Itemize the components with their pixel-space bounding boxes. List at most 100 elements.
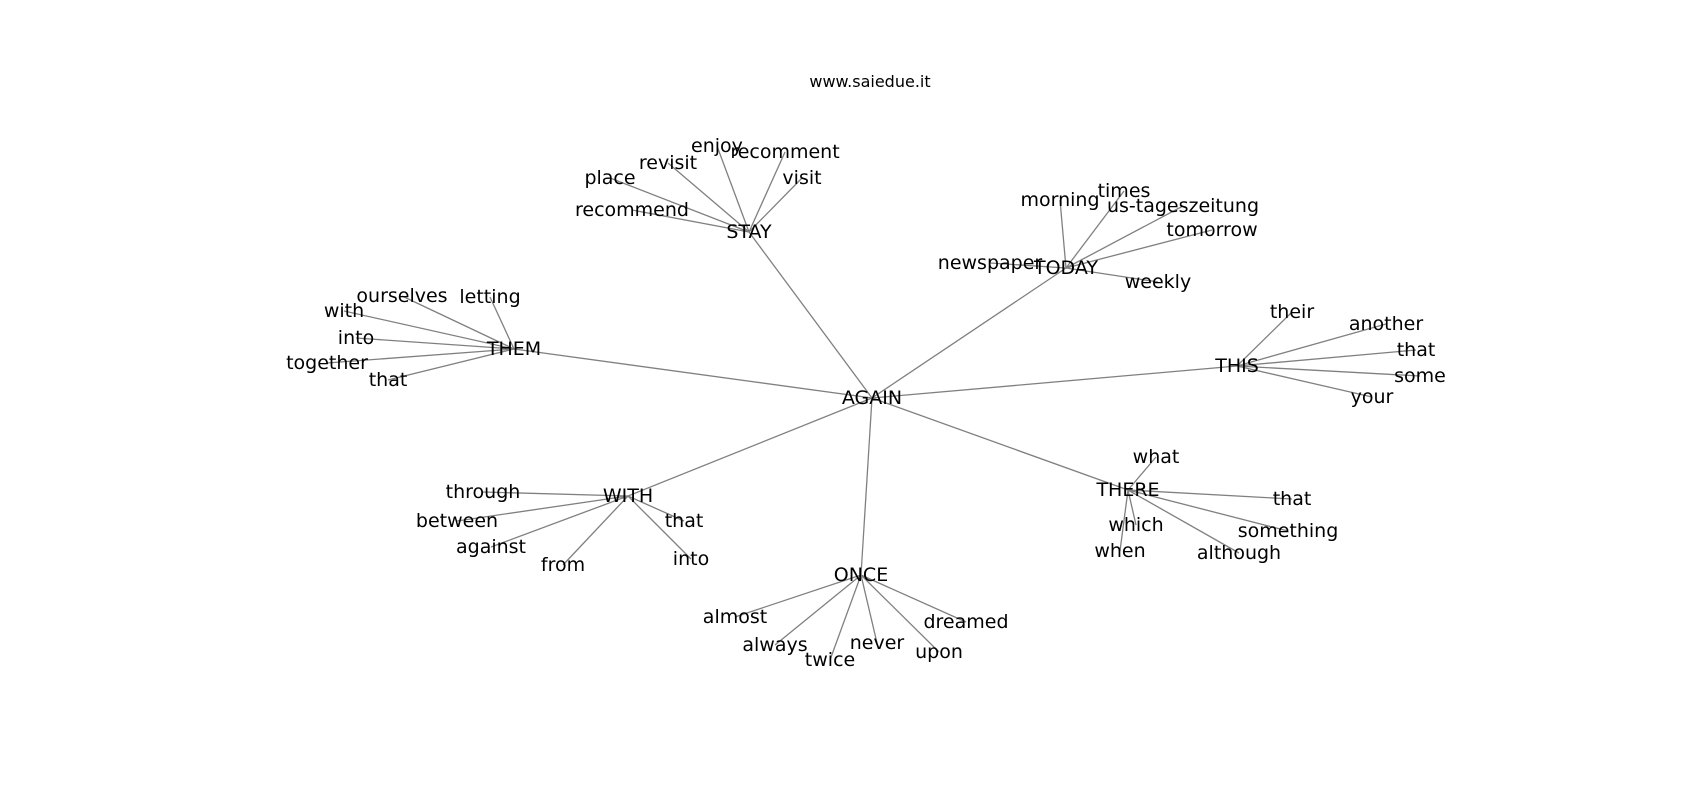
edge-them-that	[387, 348, 515, 381]
edge-again-today	[871, 267, 1067, 399]
node-there-something: something	[1238, 520, 1339, 542]
node-this-hub: THIS	[1214, 355, 1259, 377]
node-with-against: against	[456, 536, 526, 558]
edge-layer	[326, 145, 1421, 661]
node-once-dreamed: dreamed	[923, 611, 1008, 633]
edge-this-their	[1236, 311, 1293, 367]
node-once-never: never	[850, 632, 905, 654]
edge-them-with	[343, 310, 515, 350]
edge-stay-visit	[748, 177, 803, 233]
edge-with-against	[490, 495, 629, 548]
node-today-newspaper: newspaper	[938, 252, 1043, 274]
edge-there-when	[1119, 489, 1129, 552]
edge-this-another	[1236, 323, 1387, 367]
edge-with-through	[482, 491, 629, 497]
node-once-twice: twice	[805, 649, 855, 671]
node-there-what: what	[1133, 446, 1180, 468]
node-this-some: some	[1394, 365, 1446, 387]
edge-again-there	[871, 397, 1129, 491]
node-there-hub: THERE	[1095, 479, 1159, 501]
edge-again-once	[860, 397, 873, 576]
edge-once-upon	[860, 574, 940, 653]
node-today-weekly: weekly	[1125, 271, 1191, 293]
node-with-hub: WITH	[603, 485, 653, 507]
node-today-morning: morning	[1020, 189, 1099, 211]
edge-today-tomorrow	[1065, 229, 1213, 269]
edge-stay-recommend	[631, 209, 750, 233]
edge-again-this	[871, 365, 1238, 399]
node-there-when: when	[1094, 540, 1145, 562]
edge-today-us-tageszeitung	[1065, 205, 1184, 269]
node-stay-visit: visit	[782, 167, 821, 189]
edge-once-never	[860, 574, 878, 644]
edge-stay-recomment	[748, 151, 786, 233]
node-there-although: although	[1197, 542, 1281, 564]
node-them-together: together	[286, 352, 368, 374]
node-today-times: times	[1098, 180, 1151, 202]
edge-them-ourselves	[401, 295, 515, 350]
node-them-hub: THEM	[486, 338, 541, 360]
node-them-ourselves: ourselves	[356, 285, 447, 307]
edge-stay-place	[609, 177, 750, 233]
edge-them-together	[326, 348, 515, 364]
node-them-into: into	[338, 327, 374, 349]
edge-today-weekly	[1065, 267, 1159, 283]
node-again-root: AGAIN	[842, 387, 902, 409]
node-with-through: through	[446, 481, 521, 503]
edge-once-almost	[734, 574, 862, 618]
node-this-that: that	[1397, 339, 1436, 361]
edge-once-twice	[829, 574, 862, 661]
edge-there-that	[1127, 489, 1293, 500]
node-them-that: that	[369, 369, 408, 391]
edge-there-what	[1127, 456, 1157, 491]
node-with-between: between	[416, 510, 498, 532]
label-layer: AGAIN STAY recommend placerevisitenjoyrecom…	[286, 135, 1446, 671]
node-once-always: always	[742, 634, 807, 656]
node-with-from: from	[541, 554, 585, 576]
node-there-which: which	[1108, 514, 1163, 536]
edge-stay-enjoy	[716, 145, 750, 233]
node-them-letting: letting	[459, 286, 520, 308]
node-with-into: into	[673, 548, 709, 570]
edge-once-always	[774, 574, 862, 646]
node-once-upon: upon	[915, 641, 963, 663]
site-title: www.saiedue.it	[809, 72, 931, 91]
node-this-your: your	[1351, 386, 1394, 408]
node-once-hub: ONCE	[834, 564, 888, 586]
node-stay-revisit: revisit	[639, 152, 697, 174]
edge-today-times	[1065, 190, 1125, 269]
edge-with-from	[562, 495, 629, 566]
edge-with-into	[627, 495, 692, 560]
edge-again-stay	[748, 231, 873, 399]
edge-again-with	[627, 397, 873, 497]
edge-today-morning	[1059, 199, 1067, 269]
node-stay-recommend: recommend	[575, 199, 689, 221]
edge-with-that	[627, 495, 685, 522]
node-there-that: that	[1273, 488, 1312, 510]
node-today-tomorrow: tomorrow	[1166, 219, 1257, 241]
node-them-with: with	[324, 300, 364, 322]
edge-stay-revisit	[667, 162, 750, 233]
node-stay-place: place	[584, 167, 635, 189]
edge-them-into	[355, 337, 515, 350]
edge-with-between	[456, 495, 629, 522]
node-today-us-tageszeitung: us-tageszeitung	[1107, 195, 1259, 217]
edge-this-that	[1236, 349, 1417, 367]
node-today-hub: TODAY	[1033, 257, 1098, 279]
node-this-their: their	[1270, 301, 1314, 323]
edge-again-them	[513, 348, 873, 399]
edge-there-which	[1127, 489, 1137, 526]
node-with-that: that	[665, 510, 704, 532]
node-stay-enjoy: enjoy	[691, 135, 743, 157]
node-stay-hub: STAY	[726, 221, 772, 243]
edge-this-some	[1236, 365, 1421, 377]
node-this-another: another	[1349, 313, 1423, 335]
node-stay-recomment: recomment	[730, 141, 839, 163]
edge-once-dreamed	[860, 574, 967, 623]
edge-today-newspaper	[989, 262, 1067, 269]
node-once-almost: almost	[703, 606, 767, 628]
edge-there-something	[1127, 489, 1289, 532]
edge-there-although	[1127, 489, 1240, 554]
